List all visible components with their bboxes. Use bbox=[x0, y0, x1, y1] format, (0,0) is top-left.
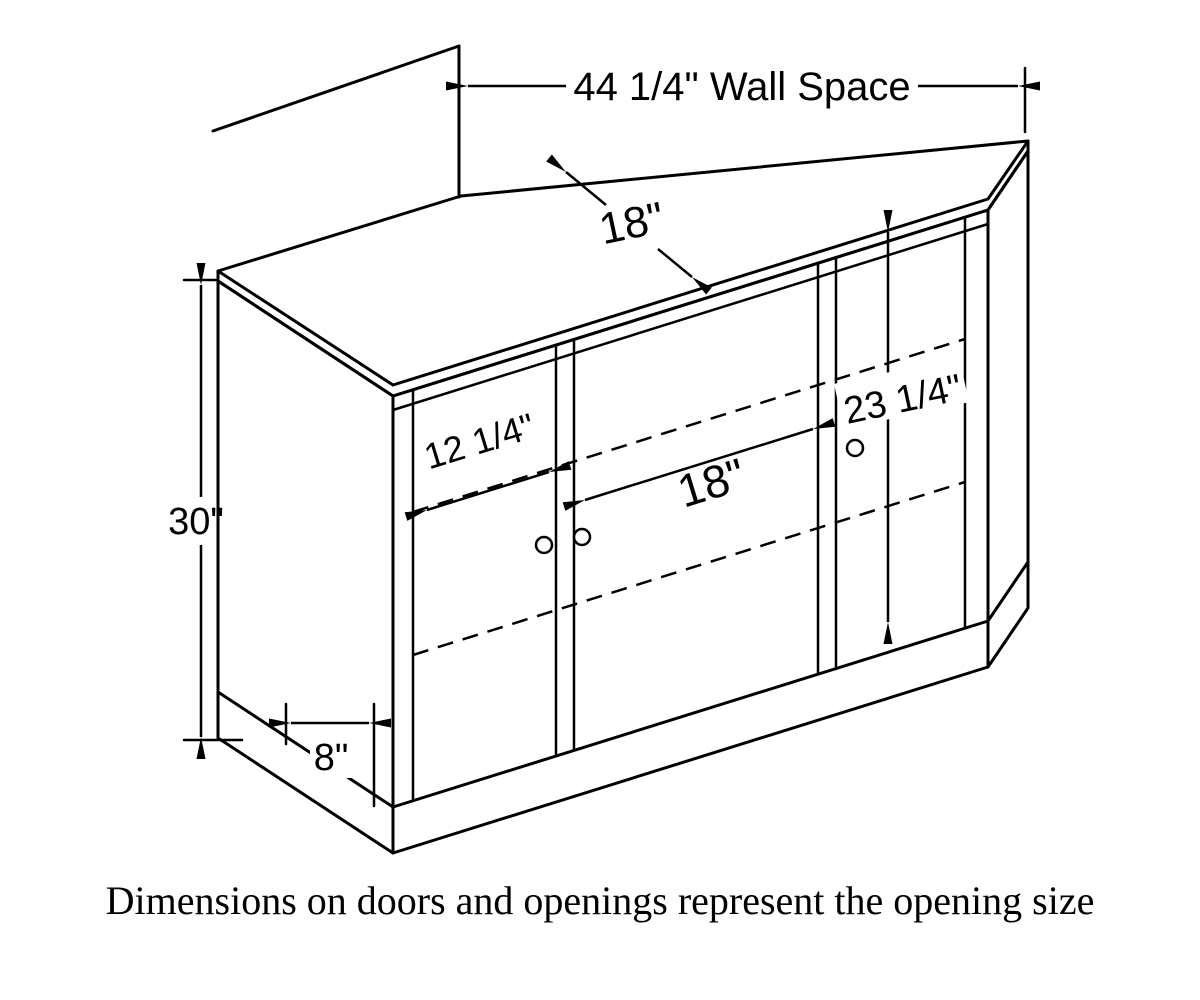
plinth-line-left bbox=[216, 690, 395, 809]
shelf-dashed-line-lower bbox=[412, 480, 966, 657]
caption: Dimensions on doors and openings represe… bbox=[106, 878, 1095, 923]
side-width-dimension: 8" bbox=[269, 702, 391, 808]
label-backing bbox=[310, 738, 354, 778]
center-opening-label: 18" bbox=[671, 448, 751, 517]
wall-space-dimension: 44 1/4" Wall Space bbox=[446, 65, 1040, 109]
plinth-line-front bbox=[391, 619, 990, 809]
door-height-label-group: 23 1/4" bbox=[834, 357, 969, 433]
door-knob bbox=[845, 438, 865, 458]
center-opening-dimension: 18" bbox=[562, 418, 836, 517]
left-opening-dimension: 12 1/4" bbox=[404, 405, 572, 521]
wall-space-label: 44 1/4" Wall Space bbox=[573, 65, 910, 109]
label-backing bbox=[834, 357, 969, 429]
door-knob bbox=[534, 535, 554, 555]
left-opening-dimension-line bbox=[404, 461, 572, 521]
side-width-label-group: 8" bbox=[310, 737, 354, 779]
top-depth-dimension: 18" bbox=[546, 154, 712, 295]
left-opening-label: 12 1/4" bbox=[419, 405, 539, 477]
plinth-line-right bbox=[986, 560, 1030, 623]
door-knob bbox=[572, 527, 592, 547]
right-side-panel bbox=[986, 149, 1030, 669]
door-height-dimension: 23 1/4" bbox=[834, 210, 969, 644]
side-width-label: 8" bbox=[314, 737, 349, 779]
top-depth-dimension-line-upper bbox=[546, 154, 607, 206]
overall-height-dimension: 30" bbox=[168, 263, 244, 759]
center-opening-dimension-line bbox=[562, 418, 836, 511]
overall-height-label: 30" bbox=[168, 501, 224, 543]
front-face bbox=[391, 208, 990, 855]
wall-left-edge-line bbox=[211, 44, 461, 133]
top-depth-dimension-line-lower bbox=[657, 248, 712, 295]
cabinet-top-surface bbox=[216, 139, 1030, 387]
cabinet-top bbox=[216, 139, 1030, 398]
wall-reference-lines bbox=[211, 44, 1027, 199]
top-depth-label: 18" bbox=[595, 193, 668, 254]
